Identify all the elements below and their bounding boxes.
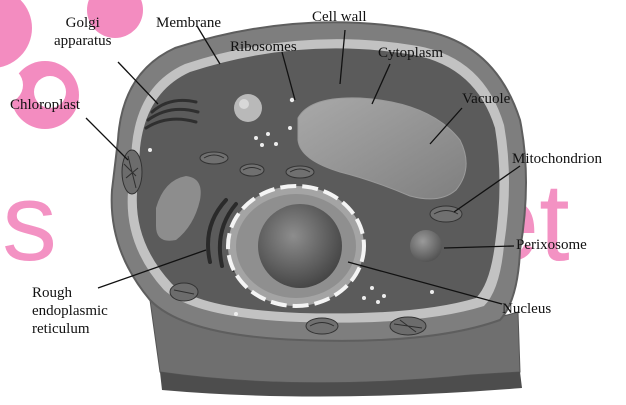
nucleus-core (258, 204, 342, 288)
label-nucleus: Nucleus (502, 300, 551, 318)
label-ribosomes: Ribosomes (230, 38, 297, 56)
label-golgi-apparatus: Golgi apparatus (54, 14, 111, 50)
label-cell-wall: Cell wall (312, 8, 367, 26)
label-membrane: Membrane (156, 14, 221, 32)
label-rough-er: Rough endoplasmic reticulum (32, 284, 108, 338)
label-vacuole: Vacuole (462, 90, 510, 108)
chloroplast-lower-right (390, 317, 426, 335)
label-cytoplasm: Cytoplasm (378, 44, 443, 62)
label-mitochondrion: Mitochondrion (512, 150, 602, 168)
label-chloroplast: Chloroplast (10, 96, 80, 114)
chloroplast-lower-left (170, 283, 198, 301)
perixosome (410, 230, 442, 262)
ribosome-sphere (234, 94, 262, 122)
label-perixosome: Perixosome (516, 236, 587, 254)
